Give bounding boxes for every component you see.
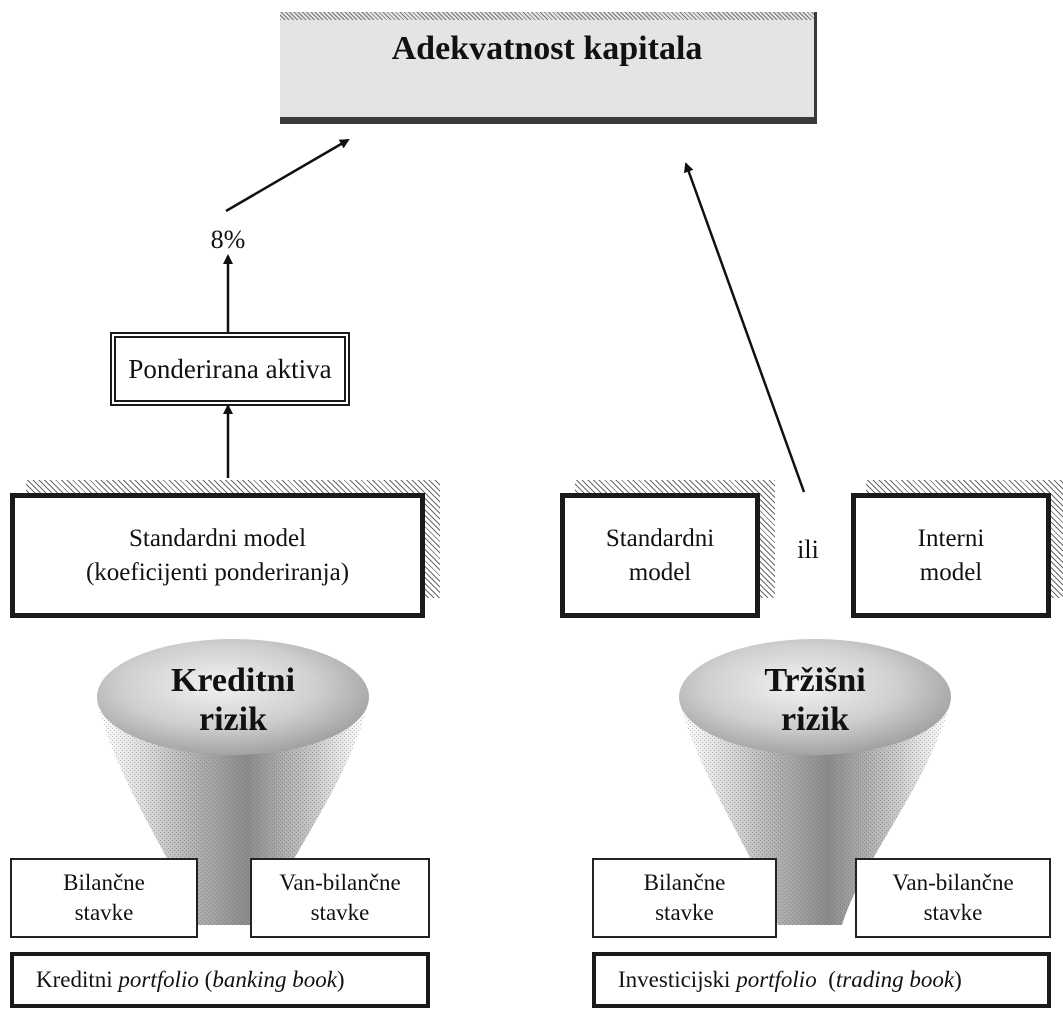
market-risk-line1: Tržišni xyxy=(764,661,866,699)
credit-on-balance-line2: stavke xyxy=(74,900,134,925)
credit-portfolio-book: banking book xyxy=(212,967,337,992)
market-portfolio-italic: portfolio xyxy=(736,967,817,992)
arrow-market-to-title xyxy=(684,162,806,493)
market-risk-funnel xyxy=(679,639,951,925)
credit-on-balance-line1: Bilančne xyxy=(63,870,145,896)
credit-on-balance-box: Bilančne stavke xyxy=(10,858,198,938)
credit-standard-model-box: Standardni model (koeficijenti ponderira… xyxy=(10,493,425,618)
credit-portfolio-prefix: Kreditni xyxy=(36,967,119,992)
market-internal-line1: Interni xyxy=(917,524,985,552)
credit-risk-label: Kreditni rizik xyxy=(133,650,333,750)
market-portfolio-label: Investicijski portfolio (trading book) xyxy=(618,967,962,993)
market-on-balance-box: Bilančne stavke xyxy=(592,858,777,938)
credit-off-balance-line1: Van-bilančne xyxy=(279,870,401,896)
market-standard-line1: Standardni xyxy=(605,524,715,552)
market-portfolio-open: ( xyxy=(816,967,836,992)
market-portfolio-book: trading book xyxy=(835,967,955,992)
weighted-assets-box: Ponderirana aktiva xyxy=(110,332,350,406)
credit-risk-line2: rizik xyxy=(199,701,267,738)
arrow-8pct-to-title xyxy=(225,138,350,213)
weighted-assets-label: Ponderirana aktiva xyxy=(128,353,332,384)
credit-portfolio-box: Kreditni portfolio (banking book) xyxy=(10,952,430,1008)
credit-portfolio-open: ( xyxy=(198,967,213,992)
credit-off-balance-box: Van-bilančne stavke xyxy=(250,858,430,938)
market-risk-label: Tržišni rizik xyxy=(715,650,915,750)
market-off-balance-box: Van-bilančne stavke xyxy=(855,858,1051,938)
or-label: ili xyxy=(778,530,838,570)
market-standard-model-box: Standardni model xyxy=(560,493,760,618)
market-internal-model-box: Interni model xyxy=(851,493,1051,618)
capital-adequacy-title-box: Adekvatnost kapitala xyxy=(280,12,817,124)
market-on-balance-line2: stavke xyxy=(655,900,714,925)
credit-model-line2: (koeficijenti ponderiranja) xyxy=(85,558,350,586)
capital-adequacy-title: Adekvatnost kapitala xyxy=(391,29,703,67)
market-portfolio-box: Investicijski portfolio (trading book) xyxy=(592,952,1051,1008)
credit-risk-funnel xyxy=(97,639,369,925)
credit-risk-line1: Kreditni xyxy=(170,661,296,699)
percent-value: 8% xyxy=(210,225,246,254)
market-on-balance-line1: Bilančne xyxy=(643,870,726,896)
credit-portfolio-close: ) xyxy=(336,967,345,992)
credit-off-balance-line2: stavke xyxy=(310,900,370,925)
market-standard-line2: model xyxy=(628,558,692,586)
market-portfolio-prefix: Investicijski xyxy=(618,967,737,992)
credit-model-line1: Standardni model xyxy=(128,524,307,552)
market-risk-line2: rizik xyxy=(781,701,849,738)
percent-label: 8% xyxy=(190,222,266,258)
credit-portfolio-italic: portfolio xyxy=(118,967,199,992)
market-portfolio-close: ) xyxy=(954,967,962,992)
credit-portfolio-label: Kreditni portfolio (banking book) xyxy=(36,967,345,993)
market-off-balance-line1: Van-bilančne xyxy=(892,870,1014,896)
or-text: ili xyxy=(797,535,819,564)
market-off-balance-line2: stavke xyxy=(923,900,983,925)
market-internal-line2: model xyxy=(919,558,983,586)
